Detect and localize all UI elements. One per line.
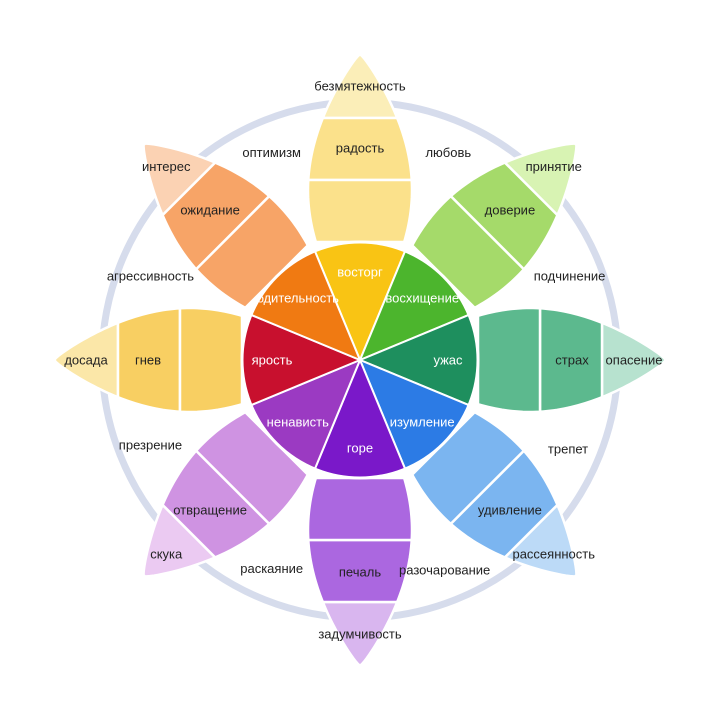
petal-7-inner [194, 194, 310, 310]
petal-7-outer [142, 142, 218, 218]
dyad-label-1: любовь [425, 145, 471, 160]
petal-1-outer [502, 142, 578, 218]
label-middle-0: радость [336, 141, 385, 156]
label-middle-2: страх [555, 353, 589, 368]
label-outer-7: интерес [142, 159, 191, 174]
petal-5-outer [142, 502, 218, 578]
petal-1-inner [410, 194, 526, 310]
petal-2-outer [600, 320, 667, 400]
petal-5-inner [194, 410, 310, 526]
petal-3 [410, 410, 578, 578]
petal-6-inner [178, 306, 244, 414]
label-core-7: бдительность [257, 290, 340, 305]
petal-0-outer [320, 53, 400, 120]
label-core-5: ненависть [267, 415, 329, 430]
core-layer [240, 240, 480, 480]
label-outer-3: рассеянность [512, 546, 595, 561]
dyad-label-6: презрение [119, 438, 182, 453]
petal-3-outer [502, 502, 578, 578]
label-core-6: ярость [252, 353, 293, 368]
petals-layer [53, 53, 667, 667]
petal-2-inner [476, 306, 542, 414]
labels-layer: безмятежность радость восторг принятие довер… [64, 79, 662, 642]
label-middle-3: удивление [478, 502, 542, 517]
label-core-0: восторг [337, 265, 383, 280]
core-outline [240, 240, 480, 480]
petal-6 [53, 306, 244, 414]
petal-5 [142, 410, 310, 578]
petal-6-middle [116, 306, 182, 414]
label-middle-6: гнев [135, 353, 161, 368]
dyad-label-2: подчинение [534, 268, 606, 283]
dyad-label-4: разочарование [399, 563, 490, 578]
petal-5-middle [161, 448, 272, 559]
petal-3-middle [448, 448, 559, 559]
petal-4-inner [306, 476, 414, 542]
petal-2-middle [538, 306, 604, 414]
label-outer-5: скука [150, 546, 183, 561]
petal-4-outer [320, 600, 400, 667]
label-middle-5: отвращение [173, 502, 247, 517]
label-outer-0: безмятежность [314, 79, 406, 94]
label-middle-7: ожидание [180, 203, 240, 218]
petal-3-inner [410, 410, 526, 526]
petal-2 [476, 306, 667, 414]
dyad-label-0: оптимизм [242, 145, 301, 160]
petal-6-outer [53, 320, 120, 400]
label-outer-1: принятие [526, 159, 582, 174]
label-core-3: изумление [390, 415, 455, 430]
label-outer-2: опасение [606, 353, 663, 368]
petal-0 [306, 53, 414, 244]
label-outer-4: задумчивость [318, 627, 402, 642]
petal-1-middle [448, 161, 559, 272]
petal-0-middle [306, 116, 414, 182]
label-core-4: горе [347, 441, 373, 456]
dyad-label-3: трепет [548, 441, 588, 456]
dyad-label-7: агрессивность [107, 268, 194, 283]
label-middle-4: печаль [339, 565, 381, 580]
petal-4 [306, 476, 414, 667]
dyad-label-5: раскаяние [240, 561, 303, 576]
petal-7 [142, 142, 310, 310]
label-middle-1: доверие [485, 203, 536, 218]
petal-7-middle [161, 161, 272, 272]
petal-0-inner [306, 178, 414, 244]
petal-4-middle [306, 538, 414, 604]
label-core-2: ужас [433, 353, 463, 368]
label-outer-6: досада [64, 353, 108, 368]
label-core-1: восхищение [385, 290, 459, 305]
dyads-layer: оптимизм любовь подчинение трепет разочарова… [107, 145, 606, 578]
petal-1 [410, 142, 578, 310]
